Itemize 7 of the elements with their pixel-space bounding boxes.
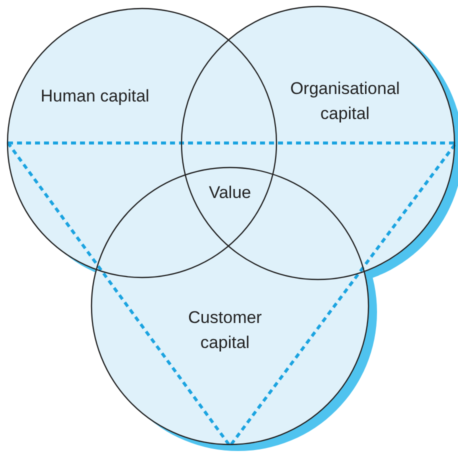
circle-label: Human capital bbox=[40, 86, 150, 108]
circle bbox=[7, 8, 277, 278]
circle-label: Customer capital bbox=[187, 307, 263, 354]
center-label: Value bbox=[208, 183, 252, 203]
circle bbox=[181, 6, 455, 280]
circle-label: Organisational capital bbox=[289, 78, 401, 125]
circle bbox=[91, 167, 369, 445]
